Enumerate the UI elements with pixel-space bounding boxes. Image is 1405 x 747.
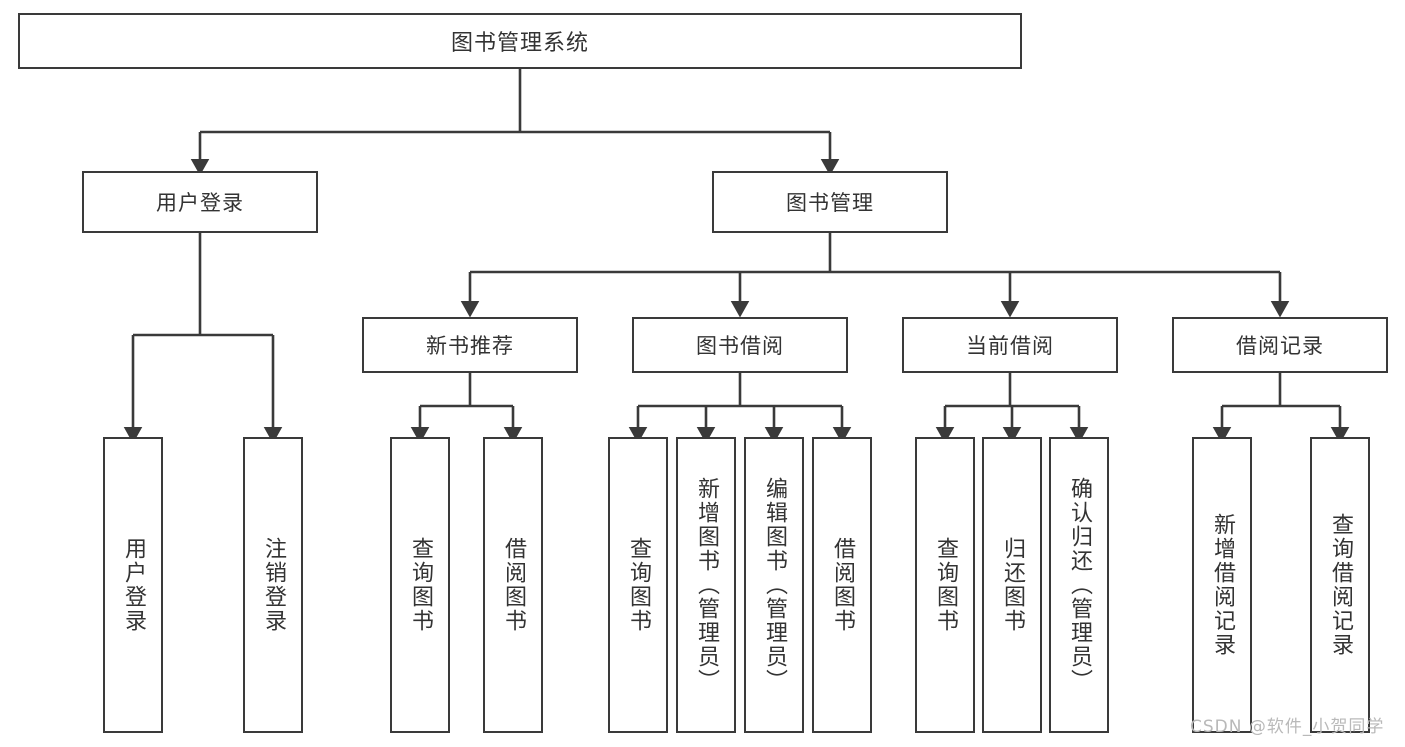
node-borrow-record[interactable]: 借阅记录 bbox=[1172, 317, 1388, 373]
node-new-book-recommend[interactable]: 新书推荐 bbox=[362, 317, 578, 373]
leaf-new-book-query[interactable]: 查询图书 bbox=[390, 437, 450, 733]
leaf-book-borrow-borrow[interactable]: 借阅图书 bbox=[812, 437, 872, 733]
leaf-current-borrow-confirm-return[interactable]: 确认归还（管理员） bbox=[1049, 437, 1109, 733]
node-label: 借阅图书 bbox=[500, 537, 526, 633]
node-label: 查询图书 bbox=[407, 537, 433, 633]
watermark: CSDN @软件_小贺同学 bbox=[1190, 717, 1385, 737]
node-label: 借阅图书 bbox=[829, 537, 855, 633]
node-label: 编辑图书（管理员） bbox=[761, 477, 787, 693]
node-label: 查询图书 bbox=[625, 537, 651, 633]
node-label: 图书管理系统 bbox=[450, 31, 589, 56]
node-label: 查询借阅记录 bbox=[1327, 513, 1353, 657]
leaf-book-borrow-edit[interactable]: 编辑图书（管理员） bbox=[744, 437, 804, 733]
leaf-current-borrow-return[interactable]: 归还图书 bbox=[982, 437, 1042, 733]
leaf-book-borrow-query[interactable]: 查询图书 bbox=[608, 437, 668, 733]
node-label: 当前借阅 bbox=[966, 334, 1054, 358]
node-label: 新增借阅记录 bbox=[1209, 513, 1235, 657]
node-current-borrow[interactable]: 当前借阅 bbox=[902, 317, 1118, 373]
leaf-user-login-logout[interactable]: 注销登录 bbox=[243, 437, 303, 733]
node-label: 新增图书（管理员） bbox=[693, 477, 719, 693]
node-label: 注销登录 bbox=[260, 537, 286, 633]
node-label: 确认归还（管理员） bbox=[1066, 477, 1092, 693]
node-label: 用户登录 bbox=[120, 537, 146, 633]
node-book-borrow[interactable]: 图书借阅 bbox=[632, 317, 848, 373]
node-user-login[interactable]: 用户登录 bbox=[82, 171, 318, 233]
node-label: 查询图书 bbox=[932, 537, 958, 633]
node-label: 用户登录 bbox=[156, 191, 244, 215]
node-label: 图书借阅 bbox=[696, 334, 784, 358]
node-label: 新书推荐 bbox=[426, 334, 514, 358]
leaf-new-book-borrow[interactable]: 借阅图书 bbox=[483, 437, 543, 733]
leaf-borrow-record-query[interactable]: 查询借阅记录 bbox=[1310, 437, 1370, 733]
node-label: 图书管理 bbox=[786, 191, 874, 215]
node-label: 归还图书 bbox=[999, 537, 1025, 633]
node-book-management[interactable]: 图书管理 bbox=[712, 171, 948, 233]
leaf-borrow-record-add[interactable]: 新增借阅记录 bbox=[1192, 437, 1252, 733]
leaf-user-login-login[interactable]: 用户登录 bbox=[103, 437, 163, 733]
node-label: 借阅记录 bbox=[1236, 334, 1324, 358]
leaf-current-borrow-query[interactable]: 查询图书 bbox=[915, 437, 975, 733]
leaf-book-borrow-add[interactable]: 新增图书（管理员） bbox=[676, 437, 736, 733]
node-root-system[interactable]: 图书管理系统 bbox=[18, 13, 1022, 69]
